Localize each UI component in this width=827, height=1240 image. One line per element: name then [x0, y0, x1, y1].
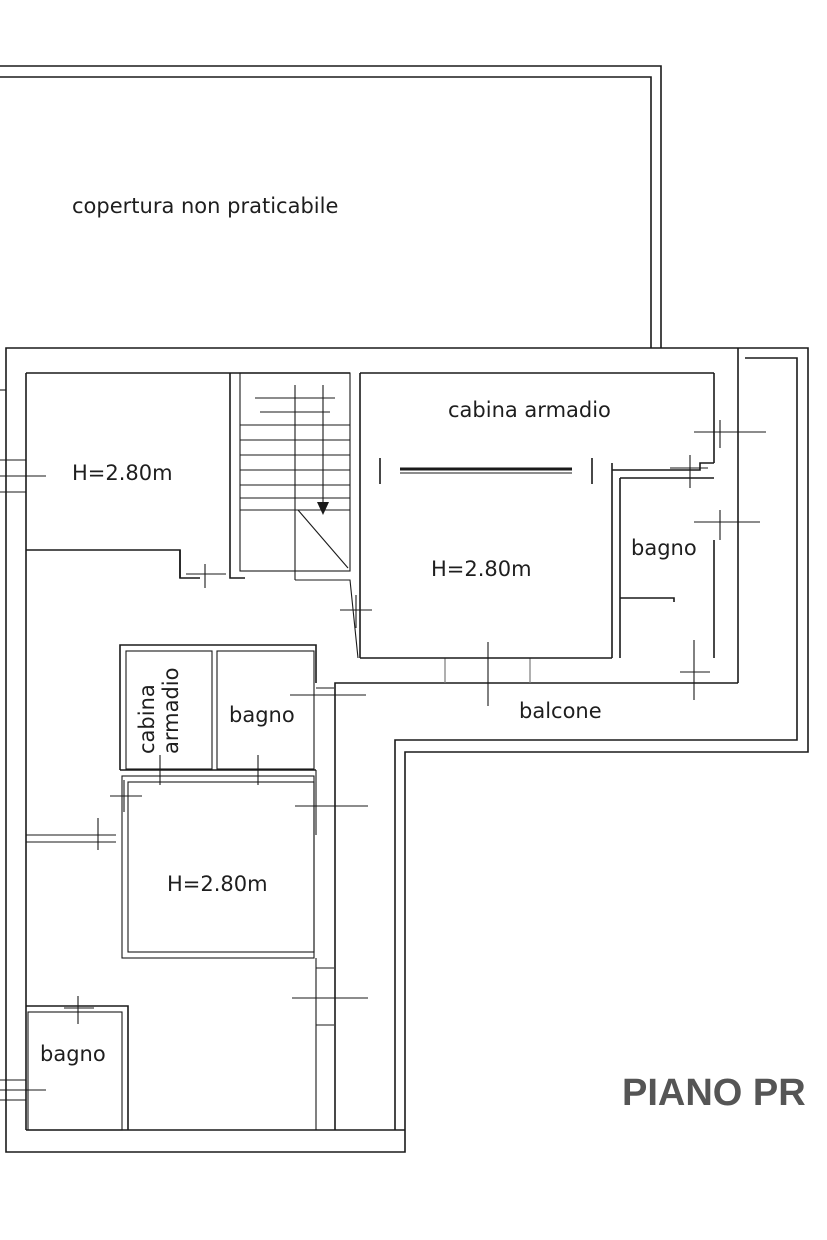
window-marks-left [0, 389, 46, 1101]
middle-block-walls [119, 644, 366, 785]
label-room-lower-height: H=2.80m [167, 872, 268, 896]
label-bath-right: bagno [631, 536, 697, 560]
label-closet-mid-line: cabina [135, 684, 159, 754]
plan-title: PIANO PR [622, 1072, 806, 1114]
staircase [239, 372, 359, 659]
room-central-walls [340, 373, 714, 659]
label-bath-mid: bagno [229, 703, 295, 727]
label-closet-top: cabina armadio [448, 398, 611, 422]
balcony-outline [334, 347, 809, 1130]
label-closet-mid: cabinaarmadio [135, 668, 183, 754]
label-bath-bottom: bagno [40, 1042, 106, 1066]
label-closet-mid-line: armadio [159, 668, 183, 754]
bath-right-walls [619, 455, 714, 700]
roof-outline [0, 65, 662, 348]
label-balcony: balcone [519, 699, 602, 723]
room-top-left-walls [26, 373, 245, 588]
room-bottom-walls [26, 958, 368, 1131]
window-marks-right [487, 420, 766, 706]
label-roof: copertura non praticabile [72, 194, 338, 218]
label-room-center-height: H=2.80m [431, 557, 532, 581]
room-lower-walls [26, 770, 368, 959]
label-room-top-left-height: H=2.80m [72, 461, 173, 485]
